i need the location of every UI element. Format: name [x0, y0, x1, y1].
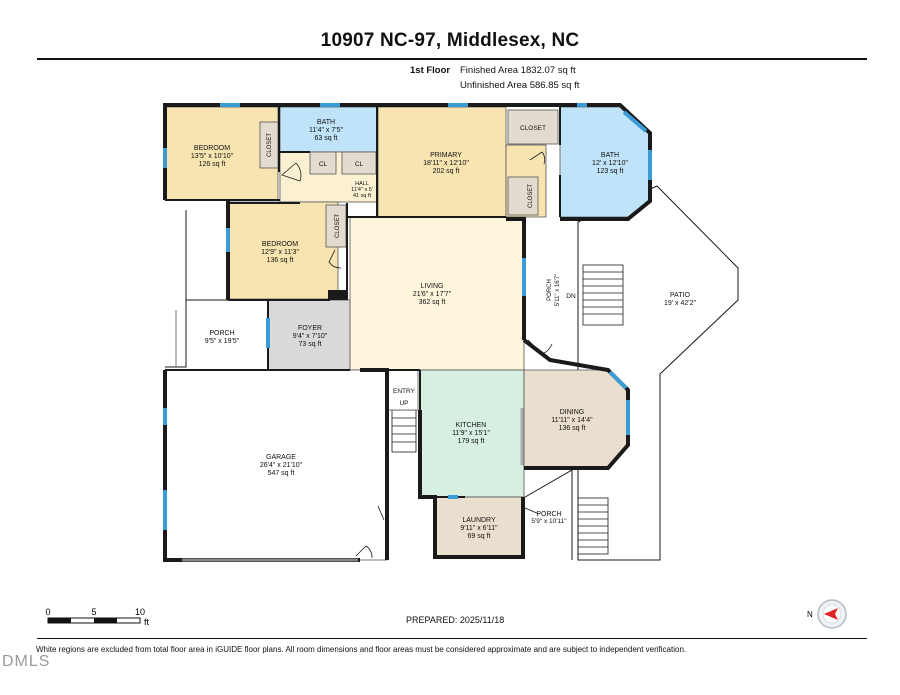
label-cl-2: CL: [355, 161, 364, 168]
footer-rule: [37, 638, 867, 639]
label-foyer-area: 73 sq ft: [299, 341, 322, 348]
label-bath-1-area: 63 sq ft: [315, 135, 338, 142]
room-bedroom-2: [227, 201, 339, 300]
label-primary-name: PRIMARY: [430, 152, 462, 159]
door-swing: [527, 339, 553, 355]
door-swing: [377, 505, 385, 521]
label-closet-bedroom-2: CLOSET: [335, 214, 341, 238]
door-swing: [524, 507, 540, 515]
stairs-south: [577, 497, 609, 555]
label-foyer-dims: 9'4" x 7'10": [293, 333, 328, 340]
room-living: [349, 216, 525, 371]
label-kitchen-name: KITCHEN: [456, 422, 487, 429]
page-title: 10907 NC-97, Middlesex, NC: [320, 30, 580, 51]
label-living-area: 362 sq ft: [419, 299, 446, 306]
closet-primary-1: [507, 109, 559, 145]
label-foyer-name: FOYER: [298, 325, 322, 332]
label-bath-2-area: 123 sq ft: [597, 168, 624, 175]
room-garage: [164, 369, 388, 561]
label-bath-2-name: BATH: [601, 152, 619, 159]
label-garage-dims: 26'4" x 21'10": [260, 462, 303, 469]
label-entry: ENTRY: [393, 388, 416, 395]
chimney-block: [328, 290, 348, 300]
scale-bar: 0 5 10 ft: [45, 607, 150, 627]
label-up: UP: [399, 400, 408, 407]
exterior-wall-dining: [522, 338, 630, 470]
label-porch-south-dims: 5'9" x 10'11": [531, 518, 567, 525]
label-kitchen-dims: 11'9" x 15'1": [452, 430, 490, 437]
label-bedroom-2-name: BEDROOM: [262, 241, 298, 248]
label-hall-name: HALL: [355, 181, 369, 187]
label-laundry-dims: 9'11" x 6'11": [460, 525, 498, 532]
label-porch-east-name: PORCH: [547, 279, 553, 301]
exterior-wall-north: [163, 103, 652, 221]
porch-west-outline: [165, 299, 228, 368]
label-porch-west-name: PORCH: [209, 330, 234, 337]
scale-tick-0: 0: [45, 607, 50, 617]
label-porch-west-dims: 9'5" x 19'5": [205, 338, 240, 345]
label-closet-bedroom-1: CLOSET: [267, 133, 273, 157]
stairs-east: [582, 264, 624, 326]
scale-tick-10: 10: [135, 607, 145, 617]
finished-area: Finished Area 1832.07 sq ft: [460, 65, 576, 76]
window: [622, 110, 648, 133]
door-swing: [529, 151, 546, 165]
unfinished-area: Unfinished Area 586.85 sq ft: [460, 80, 580, 91]
label-bath-2-dims: 12' x 12'10": [592, 160, 628, 167]
door-swing: [281, 162, 302, 182]
label-bath-1-name: BATH: [317, 119, 335, 126]
label-primary-area: 202 sq ft: [433, 168, 460, 175]
label-bedroom-1-dims: 13'5" x 10'10": [191, 153, 234, 160]
label-bath-1-dims: 11'4" x 7'5": [309, 127, 343, 134]
label-bedroom-1-name: BEDROOM: [194, 145, 230, 152]
patio-outline: [577, 185, 739, 561]
window: [608, 370, 628, 390]
compass-north-label: N: [807, 610, 813, 619]
entry-landing: [387, 369, 419, 411]
label-living-dims: 21'6" x 17'7": [413, 291, 452, 298]
label-dn: DN: [566, 293, 576, 300]
scale-unit: ft: [144, 617, 150, 627]
label-dining-area: 136 sq ft: [559, 425, 586, 432]
exterior-wall-east-living: [506, 217, 526, 340]
door-swing: [355, 545, 373, 559]
compass-needle-icon: [824, 608, 838, 620]
label-garage-name: GARAGE: [266, 454, 296, 461]
label-closet-primary-1: CLOSET: [520, 125, 546, 132]
door-swing: [328, 249, 342, 269]
label-dining-name: DINING: [560, 409, 585, 416]
label-porch-east-dims: 5'11" x 16'7": [555, 274, 561, 306]
label-garage-area: 547 sq ft: [268, 470, 295, 477]
closet-primary-2: [507, 176, 539, 216]
floor-plan: BEDROOM 13'5" x 10'10" 126 sq ft BATH 11…: [163, 103, 739, 562]
label-cl-1: CL: [319, 161, 328, 168]
exterior-wall-kitchen: [418, 410, 525, 559]
label-hall-area: 41 sq ft: [353, 193, 372, 199]
label-bedroom-2-dims: 12'9" x 11'3": [261, 249, 299, 256]
label-laundry-area: 69 sq ft: [468, 533, 491, 540]
title-rule: [37, 58, 867, 60]
label-living-name: LIVING: [421, 283, 444, 290]
label-closet-primary-2: CLOSET: [528, 184, 534, 208]
label-patio-dims: 19' x 42'2": [664, 300, 697, 307]
mls-watermark: DMLS: [2, 653, 51, 670]
label-hall-dims: 11'4" x 5': [351, 187, 373, 193]
label-bedroom-2-area: 136 sq ft: [267, 257, 294, 264]
label-dining-dims: 11'11" x 14'4": [551, 417, 593, 424]
room-laundry: [434, 496, 524, 558]
floor-label: 1st Floor: [410, 65, 451, 76]
prepared-date: PREPARED: 2025/11/18: [406, 615, 505, 625]
label-laundry-name: LAUNDRY: [462, 517, 496, 524]
label-primary-dims: 18'11" x 12'10": [423, 160, 469, 167]
room-bath-1: [279, 106, 379, 153]
closet-hall-1: [309, 151, 337, 175]
compass: N: [807, 599, 847, 629]
scale-tick-5: 5: [91, 607, 96, 617]
label-kitchen-area: 179 sq ft: [458, 438, 485, 445]
label-porch-south-name: PORCH: [536, 511, 561, 518]
label-bedroom-1-area: 126 sq ft: [199, 161, 226, 168]
label-patio-name: PATIO: [670, 292, 691, 299]
disclaimer-text: White regions are excluded from total fl…: [36, 645, 687, 654]
